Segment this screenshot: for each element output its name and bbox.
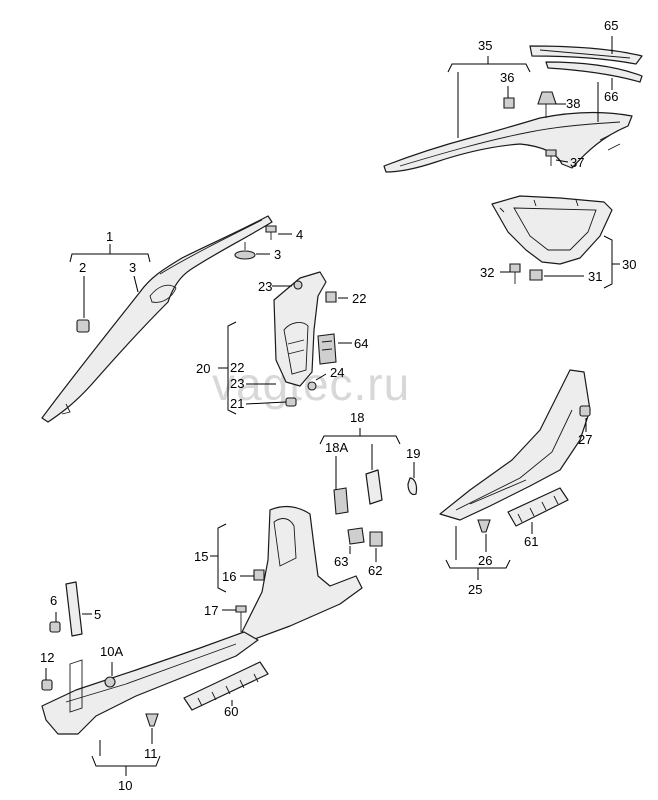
callout-2: 2: [79, 260, 86, 275]
callout-26: 26: [478, 553, 492, 568]
quarter-window-trim: [491, 195, 613, 265]
screw-3-upper: [265, 225, 277, 240]
clip-62: [369, 531, 383, 547]
callout-22-b: 22: [230, 360, 244, 375]
callout-5: 5: [94, 607, 101, 622]
seal-19: [407, 477, 418, 496]
clip-22: [325, 291, 337, 303]
bracket-64: [317, 333, 337, 365]
callout-21: 21: [230, 396, 244, 411]
clip-10a: [104, 676, 116, 688]
callout-63: 63: [334, 554, 348, 569]
b-pillar-upper-trim: [273, 271, 327, 387]
callout-65: 65: [604, 18, 618, 33]
seal-66: [545, 61, 643, 83]
strip-5: [65, 581, 83, 637]
callout-61: 61: [524, 534, 538, 549]
callout-15: 15: [194, 549, 208, 564]
screw-17: [235, 605, 247, 632]
retainer-38: [537, 91, 557, 118]
callout-35: 35: [478, 38, 492, 53]
callout-62: 62: [368, 563, 382, 578]
clip-21: [285, 397, 297, 407]
clip-27: [579, 405, 591, 417]
mat-60: [183, 661, 269, 711]
callout-1: 1: [106, 229, 113, 244]
callout-25: 25: [468, 582, 482, 597]
callout-32: 32: [480, 265, 494, 280]
callout-38: 38: [566, 96, 580, 111]
callout-labels: 1 2 3 4 3 23 22 64 20 22 23 24 21 65 35 …: [40, 18, 636, 793]
callout-4: 4: [296, 227, 303, 242]
callout-24: 24: [330, 365, 344, 380]
callout-10: 10: [118, 778, 132, 793]
callout-36: 36: [500, 70, 514, 85]
callout-12: 12: [40, 650, 54, 665]
callout-27: 27: [578, 432, 592, 447]
callout-60: 60: [224, 704, 238, 719]
clip-36: [503, 97, 515, 109]
callout-23-b: 23: [230, 376, 244, 391]
clip-16: [253, 569, 265, 581]
callout-64: 64: [354, 336, 368, 351]
callout-66: 66: [604, 89, 618, 104]
c-pillar-upper-trim: [383, 111, 633, 173]
screw-32: [509, 263, 521, 284]
clip-11: [145, 713, 159, 727]
bracket-63: [347, 527, 365, 545]
callout-18: 18: [350, 410, 364, 425]
callout-6: 6: [50, 593, 57, 608]
clip-31: [529, 269, 543, 281]
callout-31: 31: [588, 269, 602, 284]
clip-26: [477, 519, 491, 533]
callout-11: 11: [144, 746, 158, 761]
callout-18a: 18A: [325, 440, 348, 455]
callout-22-a: 22: [352, 291, 366, 306]
callout-30: 30: [622, 257, 636, 272]
callout-20: 20: [196, 361, 210, 376]
callout-17: 17: [204, 603, 218, 618]
clip-6: [49, 621, 61, 633]
callout-3-a: 3: [129, 260, 136, 275]
seal-65: [529, 45, 643, 65]
callout-37: 37: [570, 155, 584, 170]
clip-3-lower: [234, 242, 256, 260]
leader-lines: [45, 36, 620, 776]
mat-61: [507, 487, 569, 527]
clip-2: [76, 319, 90, 333]
rear-sill-trim: [439, 369, 591, 521]
cover-18: [365, 469, 383, 505]
bolt-23: [293, 280, 303, 290]
front-sill-trim: [41, 631, 259, 735]
callout-3-b: 3: [274, 247, 281, 262]
callout-10a: 10A: [100, 644, 123, 659]
callout-16: 16: [222, 569, 236, 584]
clip-12: [41, 679, 53, 691]
callout-19: 19: [406, 446, 420, 461]
nut-24: [307, 381, 317, 391]
bracket-18a: [333, 487, 349, 515]
a-pillar-trim: [41, 215, 273, 423]
bolt-37: [545, 149, 557, 166]
callout-23-a: 23: [258, 279, 272, 294]
